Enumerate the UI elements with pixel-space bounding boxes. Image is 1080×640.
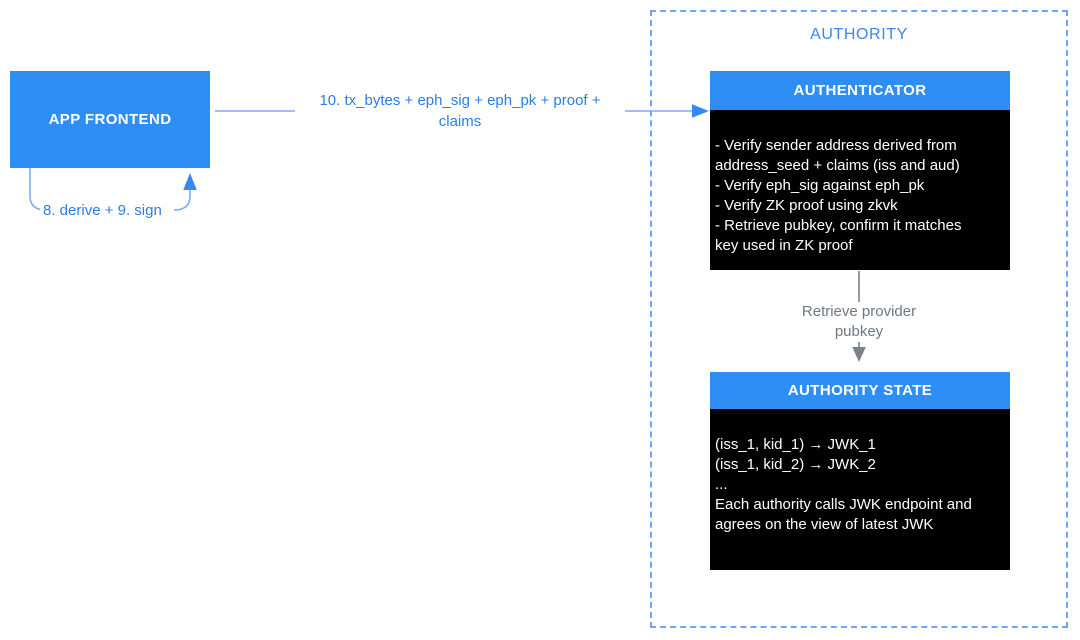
- retrieve-pubkey-label: Retrieve provider pubkey: [789, 302, 929, 342]
- right-arrowhead-icon: [692, 104, 709, 118]
- down-arrowhead-icon: [852, 347, 866, 362]
- derive-sign-loop-label: 8. derive + 9. sign: [40, 200, 165, 221]
- authenticator-header: AUTHENTICATOR: [710, 71, 1010, 110]
- authority-state-body: (iss_1, kid_1) → JWK_1 (iss_1, kid_2) → …: [710, 409, 1010, 570]
- authority-state-header: AUTHORITY STATE: [710, 372, 1010, 409]
- main-arrow-label: 10. tx_bytes + eph_sig + eph_pk + proof …: [295, 90, 625, 132]
- authority-title: AUTHORITY: [810, 26, 908, 43]
- authenticator-node: AUTHENTICATOR - Verify sender address de…: [710, 71, 1010, 270]
- up-arrowhead-icon: [183, 173, 197, 190]
- authenticator-body: - Verify sender address derived from add…: [710, 110, 1010, 270]
- authority-state-node: AUTHORITY STATE (iss_1, kid_1) → JWK_1 (…: [710, 372, 1010, 570]
- app-frontend-label: APP FRONTEND: [48, 111, 172, 128]
- app-frontend-node: APP FRONTEND: [10, 71, 210, 168]
- authority-container: AUTHORITY: [650, 10, 1068, 628]
